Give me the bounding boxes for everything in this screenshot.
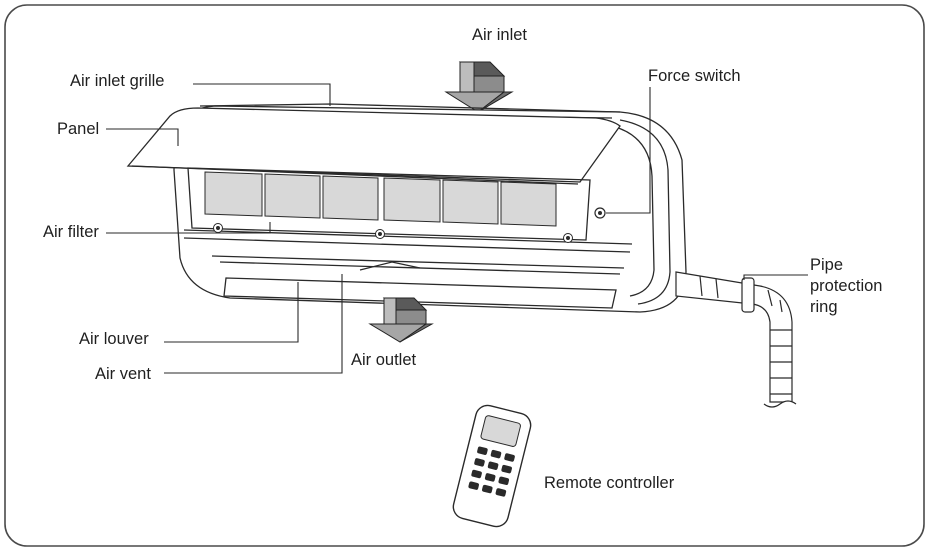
label-air-louver: Air louver [79,330,149,348]
label-force-switch: Force switch [648,67,741,85]
label-air-vent: Air vent [95,365,151,383]
leader-air-filter [106,222,271,234]
filter-screws [213,223,573,243]
label-remote-controller: Remote controller [544,474,675,492]
label-pipe-protection-ring-line1: Pipe [810,256,844,274]
label-air-inlet-grille: Air inlet grille [70,72,165,90]
air-louver-blade [223,277,617,309]
leader-force-switch [606,87,651,214]
air-filter-panes [204,171,557,227]
diagram-frame [4,4,925,547]
leader-lines [106,83,808,374]
force-switch-button-icon [594,207,606,219]
pipe-protection-ring [741,277,755,313]
leader-panel [106,128,179,146]
air-inlet-arrow-icon [444,61,514,113]
leader-air-vent [164,274,343,374]
label-air-inlet: Air inlet [472,26,528,44]
label-air-filter: Air filter [43,223,99,241]
leader-air-louver [164,282,299,343]
refrigerant-pipe [675,271,797,408]
label-pipe-protection-ring-line3: ring [810,298,838,316]
label-air-outlet: Air outlet [351,351,417,369]
label-panel: Panel [57,120,100,138]
label-pipe-protection-ring-line2: protection [810,277,883,295]
leader-pipe-ring [743,274,808,280]
front-panel [126,107,621,183]
remote-controller-icon [452,404,532,528]
leader-air-inlet-grille [193,83,331,106]
air-outlet-arrow-icon [368,297,434,343]
